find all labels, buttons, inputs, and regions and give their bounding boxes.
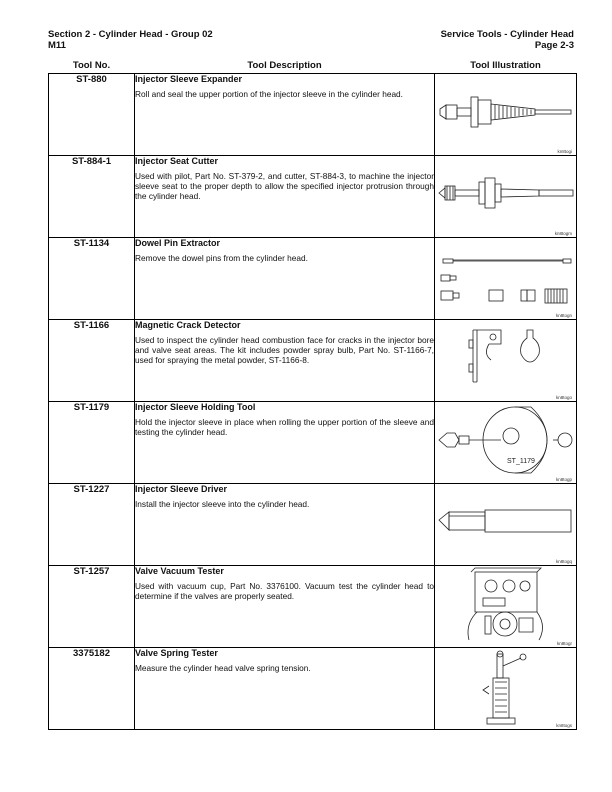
tool-illustration: ST_1179 kn8togp — [434, 401, 577, 484]
illustration-code: kn8togq — [555, 559, 572, 564]
tool-text: Install the injector sleeve into the cyl… — [135, 499, 310, 509]
table-row: ST-1179 Injector Sleeve Holding Tool Hol… — [48, 401, 577, 484]
column-header-illustration: Tool Illustration — [434, 57, 577, 74]
tool-text: Hold the injector sleeve in place when r… — [135, 417, 434, 437]
tool-number: ST-880 — [48, 73, 135, 156]
illustration-code: kn8togo — [555, 395, 572, 400]
tool-illustration: kn8togs — [434, 647, 577, 730]
valve-vacuum-tester-icon — [467, 567, 543, 641]
tool-description: Valve Vacuum Tester Used with vacuum cup… — [134, 565, 435, 648]
tool-number: ST-1227 — [48, 483, 135, 566]
table-row: ST-1257 Valve Vacuum Tester Used with va… — [48, 565, 577, 648]
dowel-pin-extractor-icon — [440, 258, 572, 304]
tool-number: ST-1166 — [48, 319, 135, 402]
illustration-code: kn8togr — [556, 641, 572, 646]
tool-name: Injector Sleeve Holding Tool — [135, 402, 256, 412]
tool-illustration: kn8togm — [434, 155, 577, 238]
column-header-description: Tool Description — [134, 57, 435, 74]
tool-description: Injector Sleeve Expander Roll and seal t… — [134, 73, 435, 156]
injector-sleeve-holding-tool-icon — [438, 406, 573, 474]
tool-illustration: kn8togq — [434, 483, 577, 566]
tool-number: ST-1134 — [48, 237, 135, 320]
tool-name: Injector Seat Cutter — [135, 156, 219, 166]
tool-text: Roll and seal the upper portion of the i… — [135, 89, 403, 99]
tool-number: ST-1257 — [48, 565, 135, 648]
illustration-code: kn8togs — [556, 723, 572, 728]
table-row: 3375182 Valve Spring Tester Measure the … — [48, 647, 577, 730]
table-row: ST-1227 Injector Sleeve Driver Install t… — [48, 483, 577, 566]
tool-name: Valve Vacuum Tester — [135, 566, 224, 576]
engine-model: M11 — [48, 40, 66, 51]
injector-sleeve-expander-icon — [439, 96, 572, 128]
section-title: Section 2 - Cylinder Head - Group 02 — [48, 29, 213, 40]
tool-number: 3375182 — [48, 647, 135, 730]
table-row: ST-1166 Magnetic Crack Detector Used to … — [48, 319, 577, 402]
tool-illustration: kn8togi — [434, 73, 577, 156]
tool-number: ST-884-1 — [48, 155, 135, 238]
illustration-code: kn8togi — [557, 149, 572, 154]
tool-name: Valve Spring Tester — [135, 648, 218, 658]
injector-seat-cutter-icon — [438, 177, 574, 209]
injector-sleeve-driver-icon — [438, 509, 572, 533]
tool-name: Dowel Pin Extractor — [135, 238, 221, 248]
tool-stamp-label: ST_1179 — [507, 458, 535, 465]
chapter-title: Service Tools - Cylinder Head — [440, 29, 574, 40]
column-header-tool-no: Tool No. — [48, 57, 135, 74]
tool-text: Remove the dowel pins from the cylinder … — [135, 253, 308, 263]
page-header-right: Service Tools - Cylinder Head Page 2-3 — [441, 29, 574, 51]
tool-description: Dowel Pin Extractor Remove the dowel pin… — [134, 237, 435, 320]
page-number: Page 2-3 — [534, 40, 574, 51]
table-header-row: Tool No. Tool Description Tool Illustrat… — [48, 57, 577, 74]
illustration-code: kn8togn — [555, 313, 572, 318]
tool-text: Measure the cylinder head valve spring t… — [135, 663, 311, 673]
tool-description: Valve Spring Tester Measure the cylinder… — [134, 647, 435, 730]
tool-illustration: kn8togr — [434, 565, 577, 648]
table-row: ST-884-1 Injector Seat Cutter Used with … — [48, 155, 577, 238]
valve-spring-tester-icon — [482, 650, 527, 725]
table-row: ST-880 Injector Sleeve Expander Roll and… — [48, 73, 577, 156]
tool-text: Used with vacuum cup, Part No. 3376100. … — [135, 581, 434, 601]
service-tools-table: Tool No. Tool Description Tool Illustrat… — [48, 57, 577, 730]
illustration-code: kn8togm — [554, 231, 572, 236]
tool-name: Injector Sleeve Expander — [135, 74, 243, 84]
tool-illustration: kn8togn — [434, 237, 577, 320]
page-header-left: Section 2 - Cylinder Head - Group 02 M11 — [48, 29, 213, 51]
tool-name: Injector Sleeve Driver — [135, 484, 228, 494]
tool-description: Magnetic Crack Detector Used to inspect … — [134, 319, 435, 402]
tool-description: Injector Sleeve Holding Tool Hold the in… — [134, 401, 435, 484]
tool-name: Magnetic Crack Detector — [135, 320, 241, 330]
tool-text: Used with pilot, Part No. ST-379-2, and … — [135, 171, 434, 201]
illustration-code: kn8togp — [555, 477, 572, 482]
magnetic-crack-detector-icon — [468, 329, 540, 383]
tool-text: Used to inspect the cylinder head combus… — [135, 335, 434, 365]
tool-description: Injector Seat Cutter Used with pilot, Pa… — [134, 155, 435, 238]
table-row: ST-1134 Dowel Pin Extractor Remove the d… — [48, 237, 577, 320]
tool-illustration: kn8togo — [434, 319, 577, 402]
tool-number: ST-1179 — [48, 401, 135, 484]
tool-description: Injector Sleeve Driver Install the injec… — [134, 483, 435, 566]
